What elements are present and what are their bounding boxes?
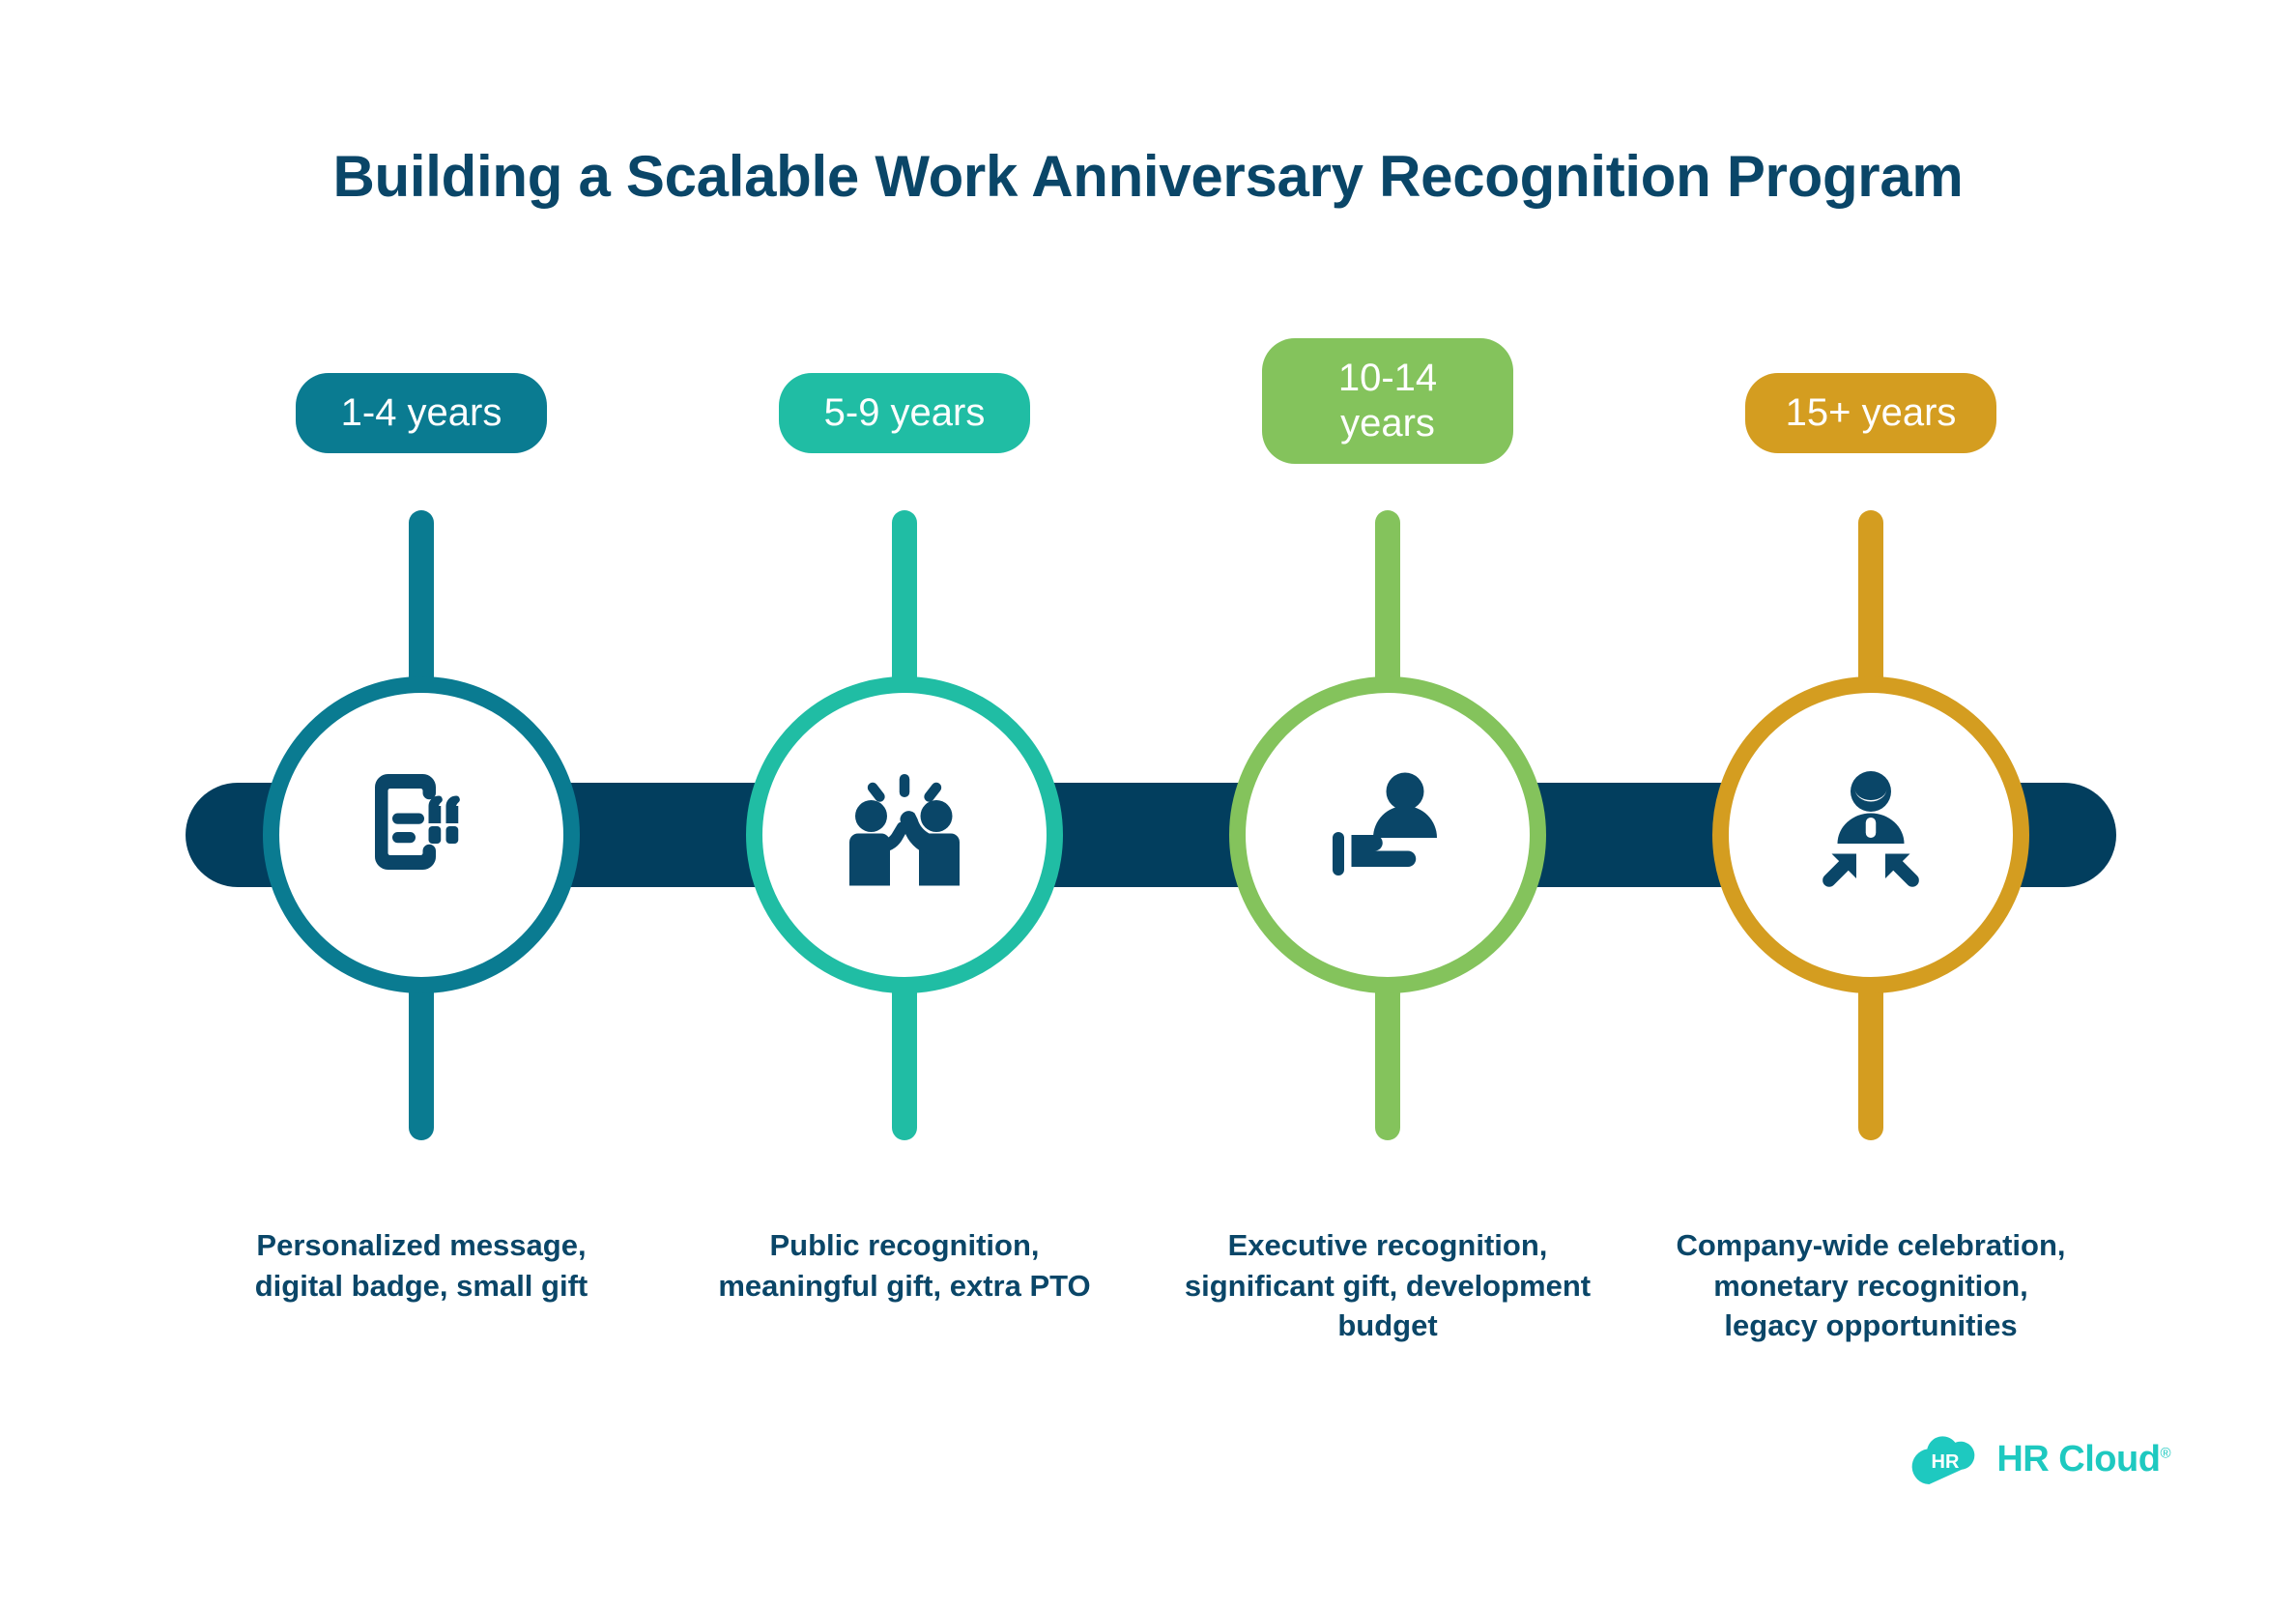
cloud-icon: HR bbox=[1912, 1436, 1975, 1485]
stage-pill-3: 10-14 years bbox=[1262, 338, 1513, 465]
registered-mark: ® bbox=[2160, 1444, 2170, 1461]
stage-caption-4: Company-wide celebration, monetary recog… bbox=[1676, 1228, 2066, 1343]
executive-presenter-icon bbox=[1333, 772, 1437, 876]
timeline-stage-2: 5-9 years Public r bbox=[663, 0, 1146, 1608]
hr-cloud-logo: HR HR Cloud® bbox=[1911, 1432, 2170, 1486]
stage-pill-1: 1-4 years bbox=[296, 373, 547, 454]
stage-caption-3: Executive recognition, significant gift,… bbox=[1184, 1228, 1592, 1343]
stage-caption-2: Public recognition, meaningful gift, ext… bbox=[718, 1228, 1091, 1303]
page-title: Building a Scalable Work Anniversary Rec… bbox=[332, 144, 1964, 209]
stage-caption-1: Personalized message, digital badge, sma… bbox=[254, 1228, 588, 1303]
timeline-stage-3: 10-14 years Executive recognition, signi… bbox=[1146, 0, 1629, 1608]
stage-pill-4: 15+ years bbox=[1745, 373, 1996, 454]
stage-pill-2: 5-9 years bbox=[779, 373, 1030, 454]
stage-ring-1 bbox=[263, 676, 580, 993]
phone-message-quote-icon bbox=[375, 774, 460, 870]
logo-wordmark: HR Cloud® bbox=[1996, 1439, 2170, 1480]
high-five-celebration-icon bbox=[849, 774, 960, 886]
stage-ring-2 bbox=[746, 676, 1063, 993]
cloud-hr-text: HR bbox=[1932, 1451, 1960, 1473]
person-converging-arrows-icon bbox=[1822, 771, 1919, 887]
timeline-stage-1: 1-4 years Personalized message, digital … bbox=[180, 0, 663, 1608]
logo-wordmark-text: HR Cloud bbox=[1996, 1438, 2161, 1479]
stage-ring-4 bbox=[1712, 676, 2029, 993]
timeline-stage-4: 15+ years Company-wide celebration, mone… bbox=[1629, 0, 2112, 1608]
stage-ring-3 bbox=[1229, 676, 1546, 993]
